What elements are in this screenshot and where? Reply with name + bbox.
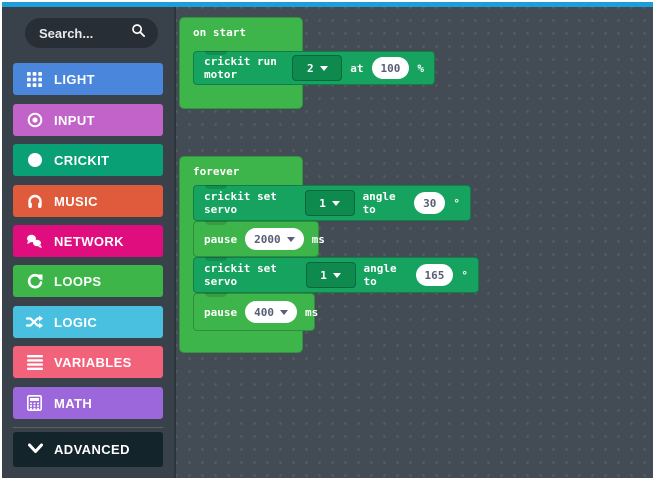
block-notch <box>205 221 227 225</box>
sidebar-item-variables[interactable]: VARIABLES <box>13 346 163 378</box>
chevron-down-icon <box>28 441 43 459</box>
crickit-set-servo-block-2[interactable]: crickit set servo 1 angle to 165 ° <box>193 257 479 293</box>
set-servo-text: crickit set servo <box>204 262 277 288</box>
sidebar-item-light[interactable]: LIGHT <box>13 63 163 95</box>
bullseye-icon <box>26 112 43 129</box>
calculator-icon <box>26 395 43 412</box>
advanced-toggle[interactable]: ADVANCED <box>13 432 163 467</box>
motor-power-value: 100 <box>380 61 401 75</box>
block-notch <box>205 185 227 189</box>
block-notch <box>205 51 227 55</box>
circle-icon <box>26 152 43 169</box>
search-input[interactable] <box>37 24 131 42</box>
search-box[interactable] <box>25 18 158 48</box>
dropdown-arrow-icon <box>332 272 341 278</box>
shuffle-icon <box>26 314 43 331</box>
run-motor-text: crickit run motor <box>204 55 277 81</box>
advanced-label: ADVANCED <box>54 442 130 457</box>
sidebar-item-math[interactable]: MATH <box>13 387 163 419</box>
servo-angle-field[interactable]: 165 <box>415 264 454 286</box>
block-workspace[interactable]: on start crickit run motor 2 at 100 % fo… <box>176 7 653 478</box>
pause-duration-dropdown[interactable]: 400 <box>245 301 297 323</box>
dropdown-arrow-icon <box>319 65 328 71</box>
motor-number-dropdown[interactable]: 2 <box>292 55 343 81</box>
toolbox-panel: LIGHT INPUT CRICKIT <box>2 7 174 478</box>
sidebar-item-loops[interactable]: LOOPS <box>13 265 163 297</box>
ms-text: ms <box>311 232 325 246</box>
block-notch <box>205 293 227 297</box>
pause-duration-dropdown[interactable]: 2000 <box>245 228 304 250</box>
dropdown-arrow-icon <box>286 236 295 242</box>
forever-label: forever <box>193 165 240 178</box>
sidebar-item-label: VARIABLES <box>54 354 132 370</box>
sidebar-item-logic[interactable]: LOGIC <box>13 306 163 338</box>
sidebar-item-label: MATH <box>54 395 93 411</box>
sidebar-item-label: LOGIC <box>54 314 98 330</box>
page-margin-left <box>0 0 2 488</box>
sidebar-item-label: LIGHT <box>54 71 95 87</box>
sidebar-item-label: INPUT <box>54 112 95 128</box>
list-icon <box>26 354 43 371</box>
dropdown-arrow-icon <box>331 200 340 206</box>
grid-icon <box>26 71 43 88</box>
on-start-label: on start <box>193 26 246 39</box>
sidebar-item-input[interactable]: INPUT <box>13 104 163 136</box>
servo-angle-field[interactable]: 30 <box>414 192 446 214</box>
headphones-icon <box>26 193 43 210</box>
redo-arrow-icon <box>26 273 43 290</box>
percent-text: % <box>417 61 424 75</box>
toolbox-divider <box>13 427 163 428</box>
servo-number-value: 1 <box>320 268 327 282</box>
sidebar-item-label: NETWORK <box>54 233 124 249</box>
dropdown-arrow-icon <box>280 309 288 315</box>
sidebar-item-crickit[interactable]: CRICKIT <box>13 144 163 176</box>
ms-text: ms <box>305 305 319 319</box>
degree-text: ° <box>461 268 468 282</box>
pause-text: pause <box>204 305 238 319</box>
servo-angle-value: 30 <box>423 196 437 210</box>
block-notch <box>205 257 227 261</box>
servo-number-dropdown[interactable]: 1 <box>304 190 355 216</box>
toolbox-workspace-divider <box>174 7 176 478</box>
search-icon <box>131 23 146 43</box>
pause-duration-value: 2000 <box>254 232 281 246</box>
sidebar-item-label: MUSIC <box>54 193 98 209</box>
motor-number-value: 2 <box>306 61 314 75</box>
sidebar-item-label: LOOPS <box>54 273 102 289</box>
pause-block-1[interactable]: pause 2000 ms <box>193 221 325 257</box>
sidebar-item-label: CRICKIT <box>54 152 110 168</box>
crickit-run-motor-block[interactable]: crickit run motor 2 at 100 % <box>193 51 435 85</box>
pause-text: pause <box>204 232 238 246</box>
servo-number-value: 1 <box>319 196 326 210</box>
page-margin-bottom <box>0 478 653 488</box>
servo-number-dropdown[interactable]: 1 <box>305 262 356 288</box>
sidebar-item-network[interactable]: NETWORK <box>13 225 163 257</box>
degree-text: ° <box>453 196 460 210</box>
run-motor-at-text: at <box>350 61 364 75</box>
angle-to-text: angle to <box>362 190 396 216</box>
top-accent-bar <box>2 2 653 7</box>
crickit-set-servo-block-1[interactable]: crickit set servo 1 angle to 30 ° <box>193 185 471 221</box>
chat-bubbles-icon <box>26 233 43 250</box>
pause-block-2[interactable]: pause 400 ms <box>193 293 319 331</box>
pause-duration-value: 400 <box>254 305 274 319</box>
angle-to-text: angle to <box>363 262 397 288</box>
servo-angle-value: 165 <box>424 268 445 282</box>
motor-power-field[interactable]: 100 <box>371 57 410 79</box>
set-servo-text: crickit set servo <box>204 190 277 216</box>
sidebar-item-music[interactable]: MUSIC <box>13 185 163 217</box>
